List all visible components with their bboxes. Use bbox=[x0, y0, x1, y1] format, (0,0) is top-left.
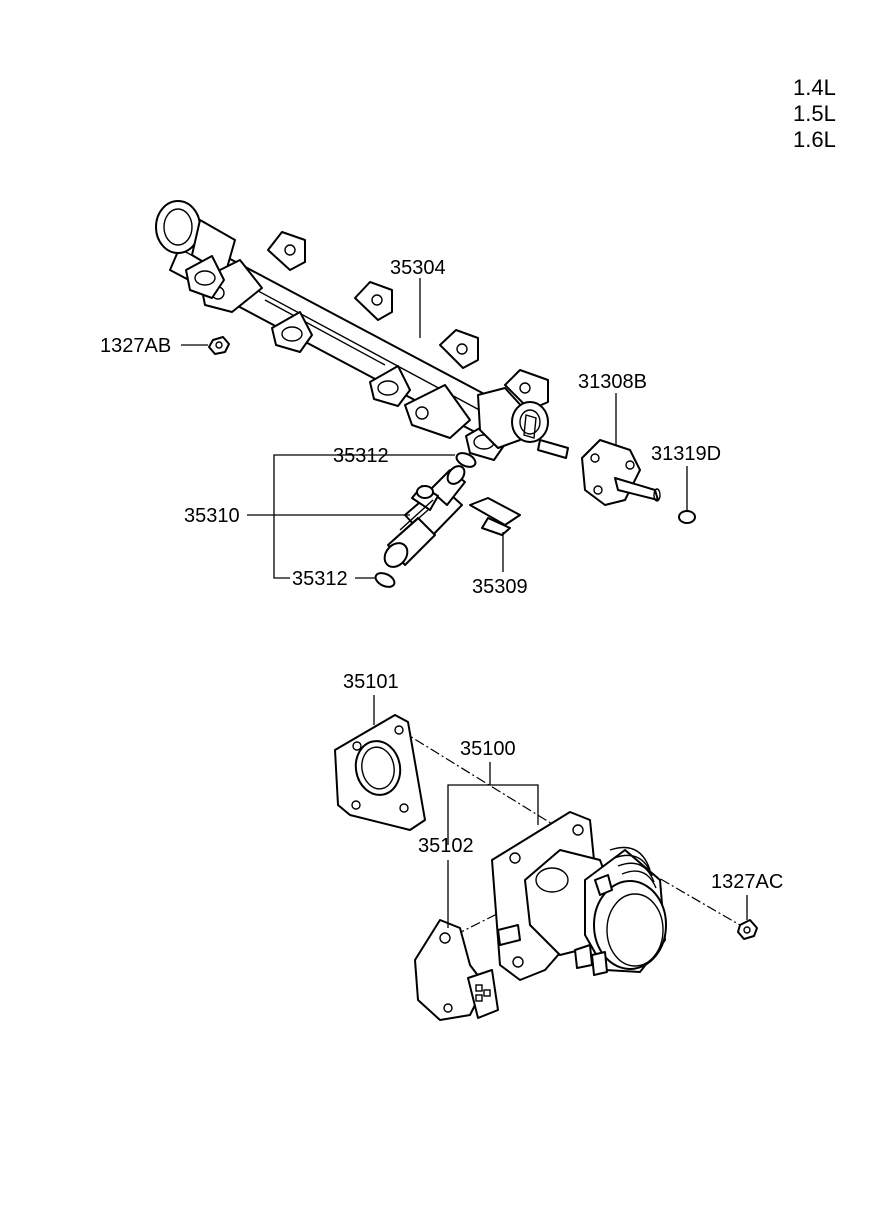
throttle-position-sensor bbox=[414, 919, 499, 1021]
label-fuel-rail: 35304 bbox=[390, 257, 446, 279]
nut-top bbox=[208, 336, 230, 355]
centerline-gasket bbox=[399, 729, 576, 839]
engine-size-list: 1.4L 1.5L 1.6L bbox=[793, 75, 836, 152]
engine-size-1: 1.4L bbox=[793, 75, 836, 100]
bracket-injector-assembly bbox=[273, 454, 395, 579]
injector-clip bbox=[469, 497, 521, 536]
injector-oring-upper bbox=[455, 452, 477, 468]
label-injector-assembly: 35310 bbox=[184, 505, 240, 527]
label-sensor: 35102 bbox=[418, 835, 474, 857]
pressure-regulator bbox=[581, 439, 661, 506]
label-regulator-oring: 31319D bbox=[651, 443, 721, 465]
bracket-throttle-assembly bbox=[447, 784, 539, 845]
fuel-injector bbox=[383, 465, 466, 568]
fuel-rail bbox=[155, 200, 569, 461]
label-throttle-assembly: 35100 bbox=[460, 738, 516, 760]
regulator-oring bbox=[678, 510, 696, 524]
label-gasket: 35101 bbox=[343, 671, 399, 693]
throttle-gasket bbox=[334, 714, 426, 831]
engine-size-3: 1.6L bbox=[793, 127, 836, 152]
centerline-nut bbox=[644, 869, 741, 926]
throttle-body bbox=[491, 811, 667, 981]
label-nut-bottom: 1327AC bbox=[711, 871, 783, 893]
label-oring-upper: 35312 bbox=[333, 445, 389, 467]
nut-bottom bbox=[737, 919, 758, 940]
label-clip: 35309 bbox=[472, 576, 528, 598]
engine-size-2: 1.5L bbox=[793, 101, 836, 126]
label-oring-lower: 35312 bbox=[292, 568, 348, 590]
label-regulator: 31308B bbox=[578, 371, 647, 393]
label-nut-top: 1327AB bbox=[100, 335, 171, 357]
injector-oring-lower bbox=[374, 572, 396, 588]
